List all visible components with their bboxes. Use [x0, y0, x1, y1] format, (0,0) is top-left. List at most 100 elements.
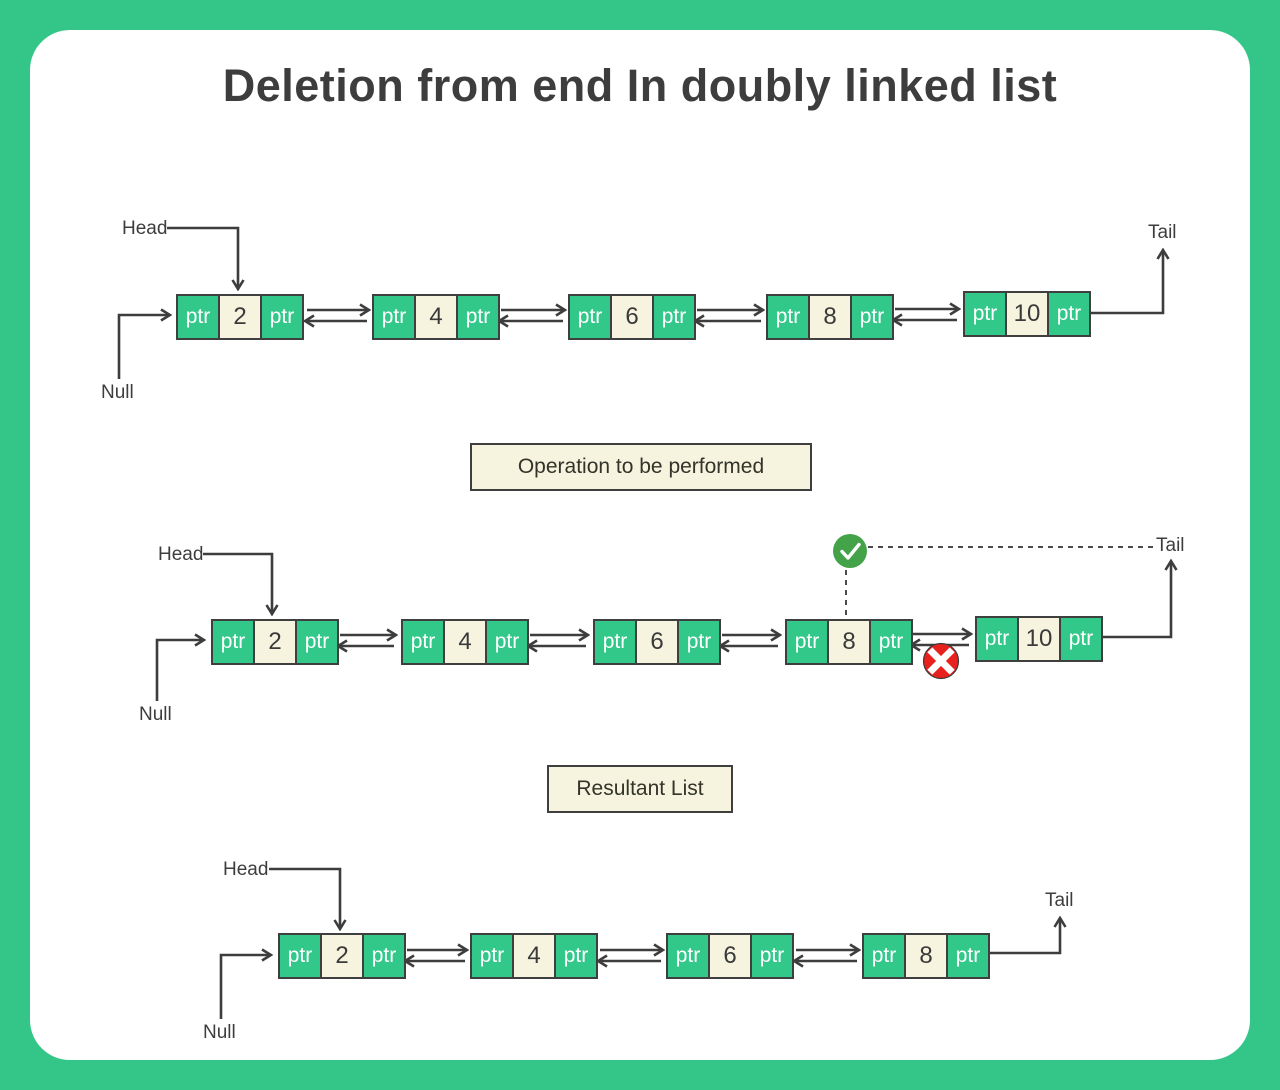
node-next-pointer-cell: ptr	[1061, 618, 1101, 660]
node-next-pointer-cell: ptr	[262, 296, 302, 338]
next-pointer-label: ptr	[269, 305, 295, 328]
null-label: Null	[139, 704, 172, 725]
node-value: 6	[723, 942, 737, 969]
diagram-card	[30, 30, 1250, 1060]
node-value-cell: 10	[1017, 618, 1061, 660]
node-value: 8	[919, 942, 933, 969]
list-node: ptr 4 ptr	[401, 619, 529, 665]
node-next-pointer-cell: ptr	[752, 935, 792, 977]
list-node: ptr 4 ptr	[470, 933, 598, 979]
node-value-cell: 6	[610, 296, 654, 338]
list-node: ptr 2 ptr	[176, 294, 304, 340]
prev-pointer-label: ptr	[972, 302, 998, 325]
node-value: 2	[268, 628, 282, 655]
node-value: 2	[233, 303, 247, 330]
node-prev-pointer-cell: ptr	[403, 621, 443, 663]
head-label: Head	[122, 218, 168, 239]
next-pointer-label: ptr	[563, 944, 589, 967]
prev-pointer-label: ptr	[381, 305, 407, 328]
node-prev-pointer-cell: ptr	[787, 621, 827, 663]
node-next-pointer-cell: ptr	[458, 296, 498, 338]
node-prev-pointer-cell: ptr	[280, 935, 320, 977]
prev-pointer-label: ptr	[577, 305, 603, 328]
list-node: ptr 8 ptr	[766, 294, 894, 340]
node-next-pointer-cell: ptr	[556, 935, 596, 977]
tail-label: Tail	[1156, 535, 1185, 556]
next-pointer-label: ptr	[686, 630, 712, 653]
node-value: 4	[527, 942, 541, 969]
node-prev-pointer-cell: ptr	[374, 296, 414, 338]
prev-pointer-label: ptr	[984, 627, 1010, 650]
list-node: ptr 6 ptr	[666, 933, 794, 979]
prev-pointer-label: ptr	[185, 305, 211, 328]
prev-pointer-label: ptr	[287, 944, 313, 967]
node-next-pointer-cell: ptr	[679, 621, 719, 663]
node-value-cell: 8	[808, 296, 852, 338]
list-node: ptr 10 ptr	[975, 616, 1103, 662]
tail-label: Tail	[1148, 222, 1177, 243]
node-value-cell: 6	[635, 621, 679, 663]
node-next-pointer-cell: ptr	[364, 935, 404, 977]
node-next-pointer-cell: ptr	[1049, 293, 1089, 335]
node-value: 4	[458, 628, 472, 655]
node-value: 6	[625, 303, 639, 330]
next-pointer-label: ptr	[878, 630, 904, 653]
node-prev-pointer-cell: ptr	[213, 621, 253, 663]
operation-label: Operation to be performed	[517, 455, 765, 478]
node-next-pointer-cell: ptr	[654, 296, 694, 338]
next-pointer-label: ptr	[759, 944, 785, 967]
node-value: 4	[429, 303, 443, 330]
prev-pointer-label: ptr	[675, 944, 701, 967]
null-label: Null	[203, 1022, 236, 1043]
tail-label: Tail	[1045, 890, 1074, 911]
node-value: 8	[842, 628, 856, 655]
node-prev-pointer-cell: ptr	[965, 293, 1005, 335]
list-node: ptr 8 ptr	[862, 933, 990, 979]
node-value-cell: 4	[443, 621, 487, 663]
node-prev-pointer-cell: ptr	[595, 621, 635, 663]
node-value: 2	[335, 942, 349, 969]
node-next-pointer-cell: ptr	[871, 621, 911, 663]
node-prev-pointer-cell: ptr	[864, 935, 904, 977]
prev-pointer-label: ptr	[602, 630, 628, 653]
next-pointer-label: ptr	[661, 305, 687, 328]
node-prev-pointer-cell: ptr	[668, 935, 708, 977]
node-value: 8	[823, 303, 837, 330]
node-prev-pointer-cell: ptr	[472, 935, 512, 977]
next-pointer-label: ptr	[955, 944, 981, 967]
node-next-pointer-cell: ptr	[487, 621, 527, 663]
prev-pointer-label: ptr	[794, 630, 820, 653]
node-prev-pointer-cell: ptr	[570, 296, 610, 338]
resultant-label: Resultant List	[576, 777, 704, 800]
node-prev-pointer-cell: ptr	[768, 296, 808, 338]
head-label: Head	[223, 859, 269, 880]
head-label: Head	[158, 544, 204, 565]
prev-pointer-label: ptr	[479, 944, 505, 967]
node-value-cell: 4	[414, 296, 458, 338]
list-node: ptr 10 ptr	[963, 291, 1091, 337]
next-pointer-label: ptr	[1068, 627, 1094, 650]
page-title: Deletion from end In doubly linked list	[222, 60, 1058, 111]
node-next-pointer-cell: ptr	[852, 296, 892, 338]
prev-pointer-label: ptr	[871, 944, 897, 967]
next-pointer-label: ptr	[304, 630, 330, 653]
node-value-cell: 2	[320, 935, 364, 977]
list-node: ptr 8 ptr	[785, 619, 913, 665]
node-value-cell: 2	[218, 296, 262, 338]
node-value: 10	[1013, 300, 1041, 327]
list-node: ptr 2 ptr	[278, 933, 406, 979]
next-pointer-label: ptr	[859, 305, 885, 328]
node-value-cell: 8	[904, 935, 948, 977]
operation-label-box: Operation to be performed	[470, 443, 812, 491]
node-prev-pointer-cell: ptr	[977, 618, 1017, 660]
list-node: ptr 6 ptr	[593, 619, 721, 665]
null-label: Null	[101, 382, 134, 403]
node-next-pointer-cell: ptr	[948, 935, 988, 977]
prev-pointer-label: ptr	[410, 630, 436, 653]
next-pointer-label: ptr	[1056, 302, 1082, 325]
list-node: ptr 6 ptr	[568, 294, 696, 340]
next-pointer-label: ptr	[494, 630, 520, 653]
list-node: ptr 4 ptr	[372, 294, 500, 340]
node-next-pointer-cell: ptr	[297, 621, 337, 663]
